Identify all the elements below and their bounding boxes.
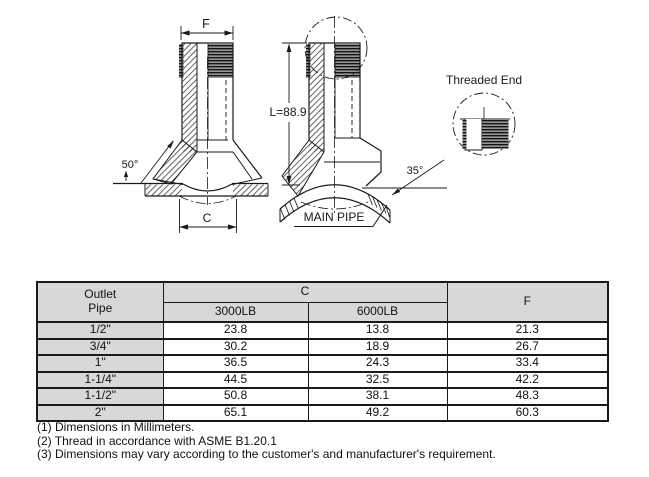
arrowhead xyxy=(179,224,188,230)
header-f: F xyxy=(446,281,609,323)
cell-f: 26.7 xyxy=(446,337,609,356)
dim-c xyxy=(179,199,237,233)
pipe-section-hatch xyxy=(280,193,390,220)
cell-c3000: 44.5 xyxy=(162,370,309,389)
detail-circle xyxy=(452,92,516,156)
main-pipe-leader xyxy=(294,204,388,227)
cell-f: 33.4 xyxy=(446,354,609,373)
external-thread xyxy=(335,44,361,78)
dim-angle-35 xyxy=(362,159,447,196)
cell-c3000: 65.1 xyxy=(162,403,309,422)
cell-f: 21.3 xyxy=(446,321,609,340)
note-2: (2) Thread in accordance with ASME B1.20… xyxy=(37,433,277,448)
thread-profile xyxy=(462,120,467,149)
cell-c3000: 50.8 xyxy=(162,387,309,406)
cell-f: 60.3 xyxy=(446,403,609,422)
external-thread-profile xyxy=(306,44,311,78)
main-pipe-label: MAIN PIPE xyxy=(304,210,365,224)
table-row: 1/2" 23.8 13.8 21.3 xyxy=(36,321,609,340)
cell-outlet: 1/2" xyxy=(36,321,164,340)
cell-c6000: 13.8 xyxy=(307,321,448,340)
cell-c6000: 18.9 xyxy=(307,337,448,356)
table-row: 1-1/4" 44.5 32.5 42.2 xyxy=(36,370,609,389)
cell-outlet: 2" xyxy=(36,403,164,422)
note-1: (1) Dimensions in Millimeters. xyxy=(37,420,195,434)
technical-drawing: 50° F C xyxy=(113,16,522,233)
cell-c3000: 30.2 xyxy=(162,337,309,356)
cell-c6000: 49.2 xyxy=(307,403,448,422)
angle-50-label: 50° xyxy=(122,159,139,171)
notes-list: (1) Dimensions in Millimeters. (2) Threa… xyxy=(37,420,637,462)
threaded-end-detail: Threaded End xyxy=(446,73,522,156)
header-c: C xyxy=(162,281,448,303)
cell-f: 48.3 xyxy=(446,387,609,406)
table-row: 3/4" 30.2 18.9 26.7 xyxy=(36,337,609,356)
cell-outlet: 1-1/4" xyxy=(36,370,164,389)
arrowhead xyxy=(224,30,233,36)
fitting-side-view: L=88.9 35° MAIN PIPE xyxy=(269,16,447,227)
dim-l xyxy=(282,42,307,186)
note-3: (3) Dimensions may vary according to the… xyxy=(37,447,496,461)
header-outlet-pipe: Outlet Pipe xyxy=(36,281,164,323)
arrowhead xyxy=(286,176,292,185)
fitting-front-view: 50° F C xyxy=(113,17,269,233)
cell-c6000: 38.1 xyxy=(307,387,448,406)
cell-outlet: 1-1/2" xyxy=(36,387,164,406)
arrowhead xyxy=(392,188,401,195)
arrowhead xyxy=(123,170,129,177)
table-row: 1-1/2" 50.8 38.1 48.3 xyxy=(36,387,609,406)
cell-outlet: 1" xyxy=(36,354,164,373)
arrowhead xyxy=(286,43,292,52)
arrowhead xyxy=(167,140,174,149)
dim-f xyxy=(180,26,234,40)
cell-c3000: 23.8 xyxy=(162,321,309,340)
angle-35-label: 35° xyxy=(407,165,424,177)
thread-section xyxy=(482,120,509,149)
threaded-end-label: Threaded End xyxy=(446,73,522,87)
table-row: 1" 36.5 24.3 33.4 xyxy=(36,354,609,373)
cell-c6000: 24.3 xyxy=(307,354,448,373)
detail-reference-circle xyxy=(304,16,368,80)
dim-l-label: L=88.9 xyxy=(269,105,306,119)
cell-outlet: 3/4" xyxy=(36,337,164,356)
cell-f: 42.2 xyxy=(446,370,609,389)
table-row: 2" 65.1 49.2 60.3 xyxy=(36,403,609,422)
external-thread-profile xyxy=(179,44,184,78)
cell-c6000: 32.5 xyxy=(307,370,448,389)
dim-angle-50 xyxy=(123,140,174,184)
external-thread xyxy=(208,44,234,78)
cell-c3000: 36.5 xyxy=(162,354,309,373)
header-3000lb: 3000LB xyxy=(162,301,309,323)
dim-f-label: F xyxy=(202,17,210,31)
header-6000lb: 6000LB xyxy=(307,301,448,323)
spec-table: Outlet Pipe C F 3000LB 6000LB 1/2" 23.8 … xyxy=(36,281,610,422)
arrowhead xyxy=(181,30,190,36)
arrowhead xyxy=(228,224,237,230)
dim-c-label: C xyxy=(203,211,212,225)
